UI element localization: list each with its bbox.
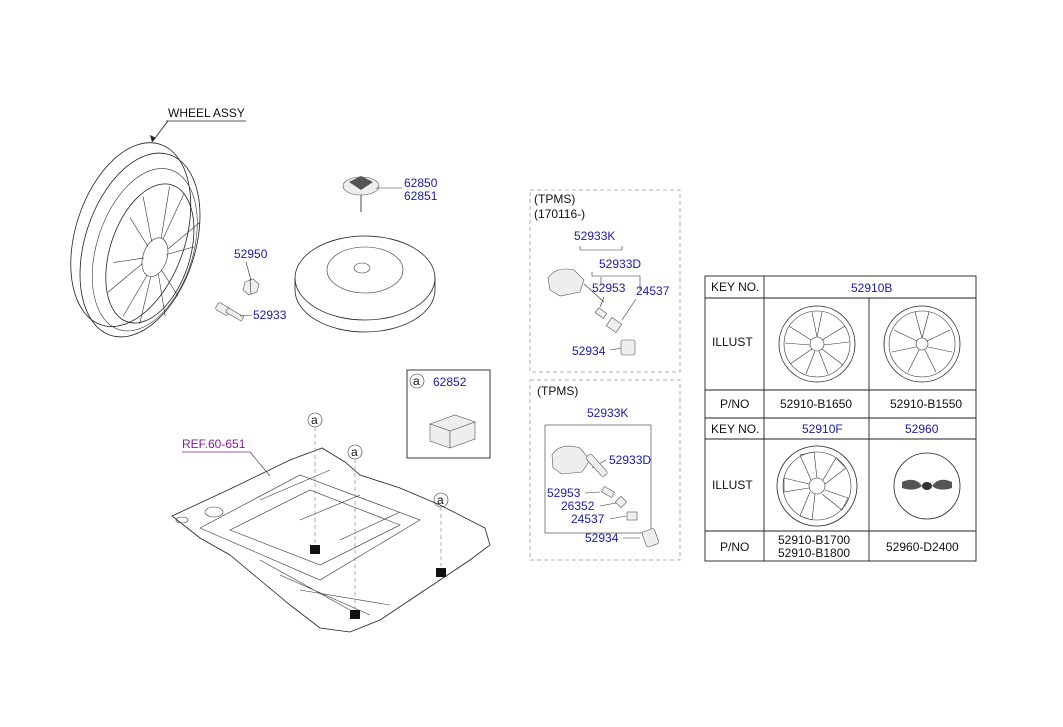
key-no-label: KEY NO. (711, 280, 759, 294)
key-no-label: KEY NO. (711, 422, 759, 436)
key-no-value: 52960 (905, 422, 939, 436)
foam-block-icon (429, 414, 476, 449)
kit-marker: a (413, 374, 420, 388)
tpms-sensor-icon (551, 445, 660, 548)
illust-label: ILLUST (712, 478, 753, 492)
part-label: 52953 (592, 281, 626, 295)
part-label: 26352 (561, 499, 595, 513)
pno-value: 52910-B1800 (778, 546, 850, 560)
key-table: KEY NO. 52910B ILLUST P/NO 52910-B1650 5… (704, 275, 977, 562)
floor-pan: REF.60-651 a a a (171, 412, 491, 633)
pno-label: P/NO (720, 397, 749, 411)
ref-label: REF.60-651 (182, 437, 246, 451)
key-no-value: 52910B (851, 281, 892, 295)
illust-label: ILLUST (712, 335, 753, 349)
wheel-assembly: WHEEL ASSY 52950 (70, 106, 287, 338)
part-label: 62851 (404, 189, 438, 203)
tpms2-title: (TPMS) (537, 384, 578, 398)
part-label: 62852 (433, 375, 467, 389)
tire-kit-box: a 62852 (406, 369, 491, 459)
part-label: 52950 (234, 247, 268, 261)
wheel-assy-title: WHEEL ASSY (168, 106, 245, 120)
key-no-value: 52910F (802, 422, 843, 436)
part-label: 52934 (585, 531, 619, 545)
part-label: 52933K (574, 229, 615, 243)
part-label: 52933D (599, 257, 641, 271)
wheel-52910-b1700-icon (776, 445, 858, 527)
floor-marker: a (437, 493, 444, 507)
spare-tire: 62850 62851 (294, 176, 438, 333)
lug-nut-icon (242, 278, 260, 296)
part-label: 52933 (253, 308, 287, 322)
cap-emblem-icon (893, 452, 961, 520)
wheel-52910-b1550-icon (883, 305, 961, 383)
floor-pan-icon (171, 447, 491, 633)
tpms-group-1: (TPMS) (170116-) 52933K 52933D 52953 245… (529, 189, 681, 373)
pno-value: 52910-B1700 (778, 533, 850, 547)
part-label: 24537 (636, 284, 670, 298)
pno-label: P/NO (720, 540, 749, 554)
hold-down-bolt-icon (342, 176, 380, 212)
part-label: 24537 (571, 512, 605, 526)
pno-value: 52910-B1550 (890, 397, 962, 411)
part-label: 52933K (587, 406, 628, 420)
wheel-52910-b1650-icon (778, 305, 856, 383)
tpms-group-2: (TPMS) 52933K 52933D 52953 26352 24537 5… (529, 379, 681, 561)
spare-tire-icon (294, 235, 436, 333)
pno-value: 52960-D2400 (886, 540, 959, 554)
part-label: 62850 (404, 176, 438, 190)
floor-marker: a (311, 413, 318, 427)
part-label: 52953 (547, 486, 581, 500)
tpms-sensor-icon (547, 268, 636, 356)
tpms1-subtitle: (170116-) (534, 207, 585, 221)
part-label: 52933D (609, 453, 651, 467)
valve-stem-icon (215, 302, 245, 322)
tpms1-title: (TPMS) (534, 192, 575, 206)
floor-marker: a (351, 445, 358, 459)
pno-value: 52910-B1650 (780, 397, 852, 411)
part-label: 52934 (572, 344, 606, 358)
alloy-wheel-icon (70, 142, 201, 338)
